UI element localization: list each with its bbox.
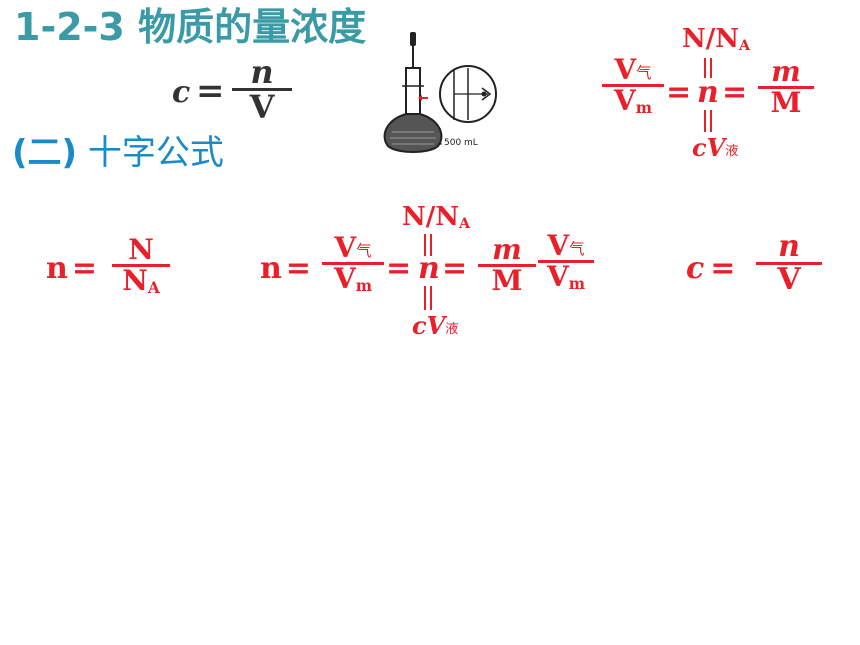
f2-lower-bar xyxy=(424,286,426,310)
volumetric-flask-illustration xyxy=(383,32,497,153)
f2-c-fraction: V气 Vm xyxy=(538,232,594,292)
subtitle-text: 十字公式 xyxy=(87,133,224,173)
cross-top-right-fraction: m M xyxy=(758,58,814,117)
f2-eq-2: = xyxy=(442,251,468,286)
f2-eq-1: = xyxy=(386,251,412,286)
f3-fraction: n V xyxy=(756,232,822,295)
top-formula-num: n xyxy=(250,53,274,91)
f2-top: N/NA xyxy=(402,202,471,232)
cross-top-eq-2: = xyxy=(722,75,748,110)
f1-lhs: n= xyxy=(46,251,97,286)
cross-top-top: N/NA xyxy=(682,24,751,54)
fraction-bar xyxy=(232,88,292,91)
f2-lower-bar-2 xyxy=(430,286,432,310)
cross-top-eq-1: = xyxy=(666,75,692,110)
section-subtitle: (二) 十字公式 xyxy=(12,136,224,170)
flask-volume-label: 500 mL xyxy=(444,138,478,148)
cross-top-bottom: cV液 xyxy=(692,133,739,162)
f2-center: n xyxy=(418,251,440,286)
page-title: 1-2-3 物质的量浓度 xyxy=(14,5,367,49)
f2-a-fraction: V气 Vm xyxy=(322,234,384,294)
f2-b-fraction: m M xyxy=(478,236,536,295)
cross-top-left-fraction: V气 Vm xyxy=(602,56,664,116)
top-formula-lhs: c xyxy=(172,75,191,110)
cross-top-lower-bar xyxy=(704,110,706,132)
f2-lhs: n= xyxy=(260,251,311,286)
f1-fraction: N NA xyxy=(112,236,170,296)
top-formula-den: V xyxy=(249,88,275,126)
f3-lhs: c= xyxy=(686,251,736,286)
f2-bottom: cV液 xyxy=(412,311,459,340)
cross-top-lower-bar-2 xyxy=(710,110,712,132)
subtitle-paren: (二) xyxy=(12,133,78,173)
top-formula-fraction: n V xyxy=(232,56,292,123)
cross-top-center: n xyxy=(697,75,719,110)
f2-upper-bar xyxy=(424,234,426,256)
f2-upper-bar-2 xyxy=(430,234,432,256)
top-formula-eq: = xyxy=(196,71,225,111)
cross-top-upper-bar xyxy=(704,58,706,78)
cross-top-upper-bar-2 xyxy=(710,58,712,78)
